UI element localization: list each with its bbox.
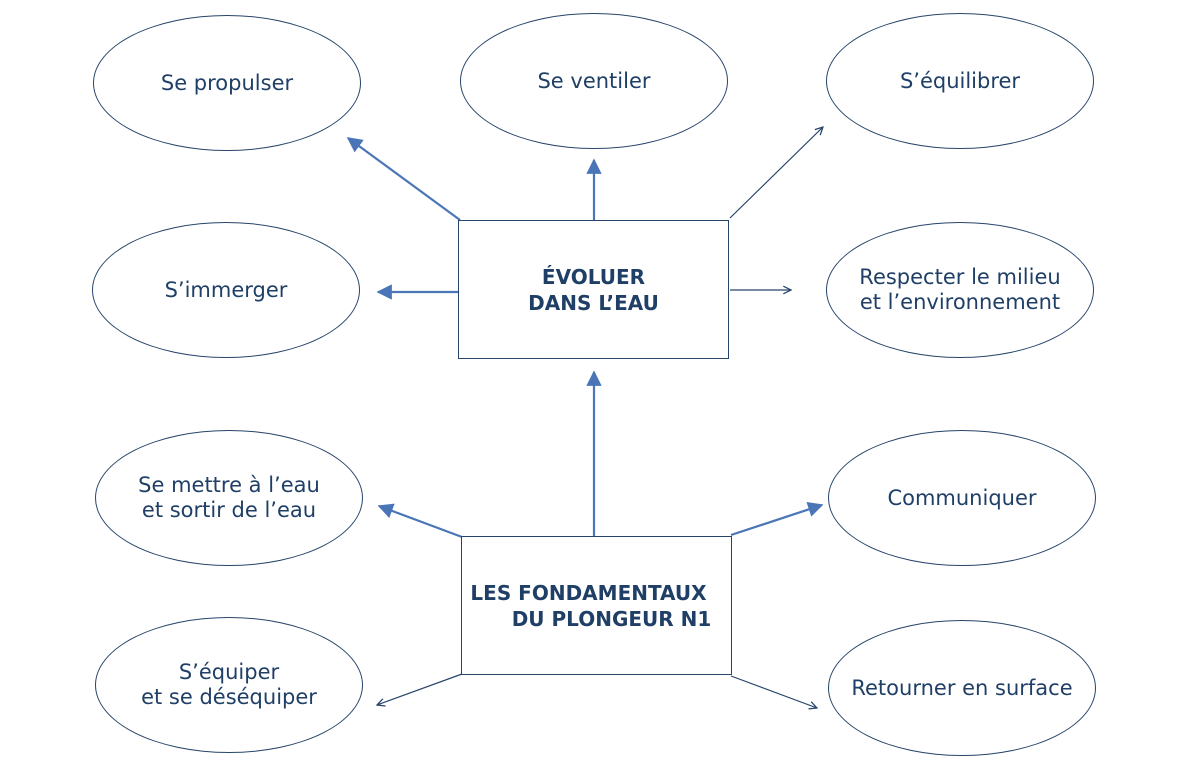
center-box-line2: DANS L’EAU	[528, 290, 659, 315]
arrow-to-equiper	[377, 673, 463, 705]
skill-ventiler-label: Se ventiler	[537, 68, 651, 93]
base-box-line1: LES FONDAMENTAUX	[470, 580, 707, 605]
skill-immerger-label: S’immerger	[164, 277, 288, 302]
base-box: LES FONDAMENTAUX DU PLONGEUR N1	[461, 536, 732, 675]
skill-equilibrer: S’équilibrer	[826, 13, 1094, 149]
skill-respecter-label: Respecter le milieu et l’environnement	[859, 265, 1061, 314]
skill-propulser-label: Se propulser	[160, 70, 294, 95]
arrow-to-equilibrer	[729, 127, 823, 219]
center-box-line1: ÉVOLUER	[541, 264, 646, 289]
skill-communiquer-label: Communiquer	[887, 485, 1037, 510]
skill-equiper: S’équiper et se déséquiper	[95, 617, 363, 753]
center-box: ÉVOLUER DANS L’EAU	[458, 220, 729, 359]
arrow-to-mettre-eau	[377, 503, 463, 539]
skill-mettre-eau-label: Se mettre à l’eau et sortir de l’eau	[138, 473, 320, 522]
skill-mettre-eau: Se mettre à l’eau et sortir de l’eau	[95, 430, 363, 566]
skill-retourner-label: Retourner en surface	[851, 675, 1073, 700]
skill-ventiler: Se ventiler	[460, 13, 728, 149]
skill-propulser: Se propulser	[93, 15, 361, 151]
skill-respecter: Respecter le milieu et l’environnement	[826, 222, 1094, 358]
skill-retourner: Retourner en surface	[828, 620, 1096, 756]
skill-communiquer: Communiquer	[828, 430, 1096, 566]
skill-immerger: S’immerger	[92, 222, 360, 358]
arrow-to-retourner	[730, 675, 817, 708]
skill-equiper-label: S’équiper et se déséquiper	[141, 660, 317, 709]
base-box-line2: DU PLONGEUR N1	[511, 606, 712, 631]
arrow-to-propulser	[346, 137, 461, 221]
skill-equilibrer-label: S’équilibrer	[899, 68, 1021, 93]
arrow-to-communiquer	[730, 502, 824, 537]
